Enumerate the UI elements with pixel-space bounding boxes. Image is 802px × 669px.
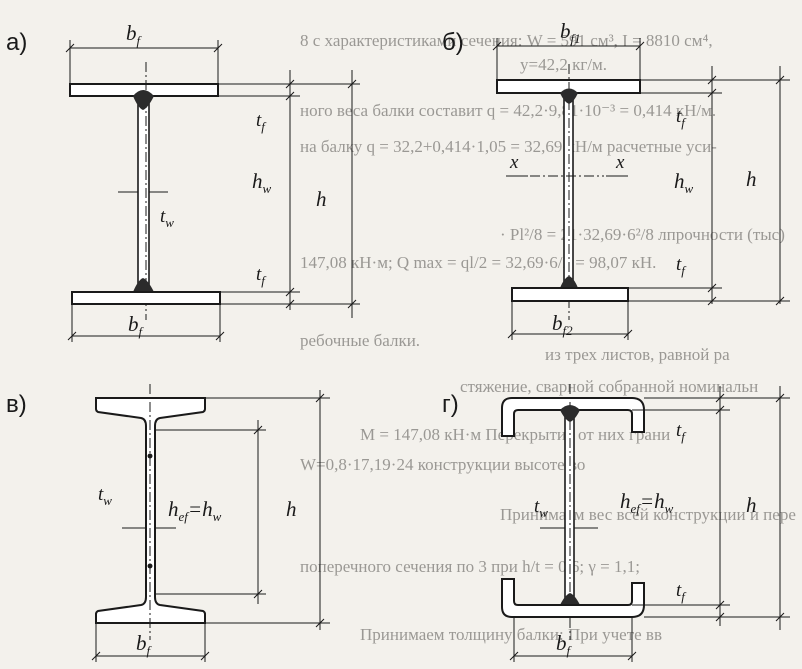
bg-line: W=0,8·17,19·24 конструкции высоте во — [300, 455, 585, 474]
dimension-ticks — [67, 331, 225, 341]
bg-line: 8 с характеристиками сечения: W = 591 см… — [300, 31, 713, 50]
bg-line: на балку q = 32,2+0,414·1,05 = 32,69 кН/… — [300, 137, 717, 156]
bf-label: bf — [556, 631, 573, 658]
hef-hw-label: hef=hw — [620, 489, 674, 516]
dimension-ticks — [707, 75, 785, 306]
panel-g-channel-flange-beam: г) tw hef=hw tf h tf bf — [442, 384, 790, 662]
tf-bottom-label: tf — [256, 264, 267, 288]
hw-label: hw — [674, 169, 694, 196]
x-label-left: x — [509, 152, 519, 173]
panel-v-rolled-i-beam: в) tw hef=hw h bf — [6, 384, 330, 662]
top-flange-channel — [501, 397, 645, 437]
web — [137, 95, 150, 293]
bg-line: · Pl²/8 = 21·32,69·6²/8 лпрочности (тыс) — [500, 225, 785, 244]
dimension-ticks — [509, 651, 637, 661]
bg-line: Принимаем толщину балки: При учете вв — [360, 625, 662, 644]
bg-line: из трех листов, равной ра — [545, 345, 730, 364]
web-mark — [147, 563, 153, 569]
h-label: h — [746, 167, 757, 191]
tf-bottom-label: tf — [676, 580, 687, 604]
panel-label-g: г) — [442, 391, 459, 418]
bg-line: 147,08 кН·м; Q max = ql/2 = 32,69·6/2 = … — [300, 253, 656, 272]
dimension-ticks — [91, 651, 210, 661]
panel-label-v: в) — [6, 391, 27, 418]
bf-bottom-label: bf — [128, 312, 145, 339]
tw-label: tw — [98, 484, 112, 508]
dimension-ticks — [65, 43, 223, 53]
tf-top-label: tf — [256, 110, 267, 134]
weld-top — [560, 88, 578, 104]
dimension-ticks — [253, 393, 325, 628]
bf1-label: bf1 — [560, 19, 581, 46]
weld-top — [560, 405, 580, 422]
bg-line: стяжение, сварной собранной номинальн — [460, 377, 758, 396]
web-mark — [147, 453, 153, 459]
tf-top-label: tf — [676, 106, 687, 130]
panel-b-asymmetric-i-beam: б) bf1 x x tf hw h tf bf2 — [442, 19, 790, 340]
bg-line: M = 147,08 кН·м Перекрытия от них грани — [360, 425, 670, 444]
bg-line: ного веса балки составит q = 42,2·9,81·1… — [300, 101, 716, 120]
dimension-ticks — [507, 329, 633, 339]
bg-line: поперечного сечения по 3 при h/t = 0,6; … — [300, 557, 640, 576]
bf-top-label: bf — [126, 21, 143, 48]
panel-a-welded-i-beam: а) bf tw tf hw h tf — [6, 21, 360, 342]
hw-label: hw — [252, 169, 272, 196]
dimension-ticks — [492, 41, 645, 51]
x-label-right: x — [615, 152, 625, 173]
tf-top-label: tf — [676, 420, 687, 444]
bottom-flange-channel — [501, 578, 645, 618]
panel-label-b: б) — [442, 29, 464, 56]
dimension-ticks — [285, 79, 357, 309]
tf-bottom-label: tf — [676, 254, 687, 278]
h-label: h — [316, 187, 327, 211]
h-label: h — [286, 497, 297, 521]
bottom-flange — [71, 291, 221, 305]
bf-label: bf — [136, 631, 153, 658]
bg-line: ребочные балки. — [300, 331, 420, 350]
tw-label: tw — [534, 496, 548, 520]
bf2-label: bf2 — [552, 311, 573, 338]
background-showthrough-text: 8 с характеристиками сечения: W = 591 см… — [300, 31, 796, 644]
dimension-ticks — [715, 393, 785, 622]
bg-line: у=42,2 кг/м. — [520, 55, 607, 74]
h-label: h — [746, 493, 757, 517]
hef-hw-label: hef=hw — [168, 497, 222, 524]
weld-top — [133, 90, 154, 110]
panel-label-a: а) — [6, 29, 27, 56]
tw-label: tw — [160, 206, 174, 230]
bottom-flange — [511, 287, 629, 302]
